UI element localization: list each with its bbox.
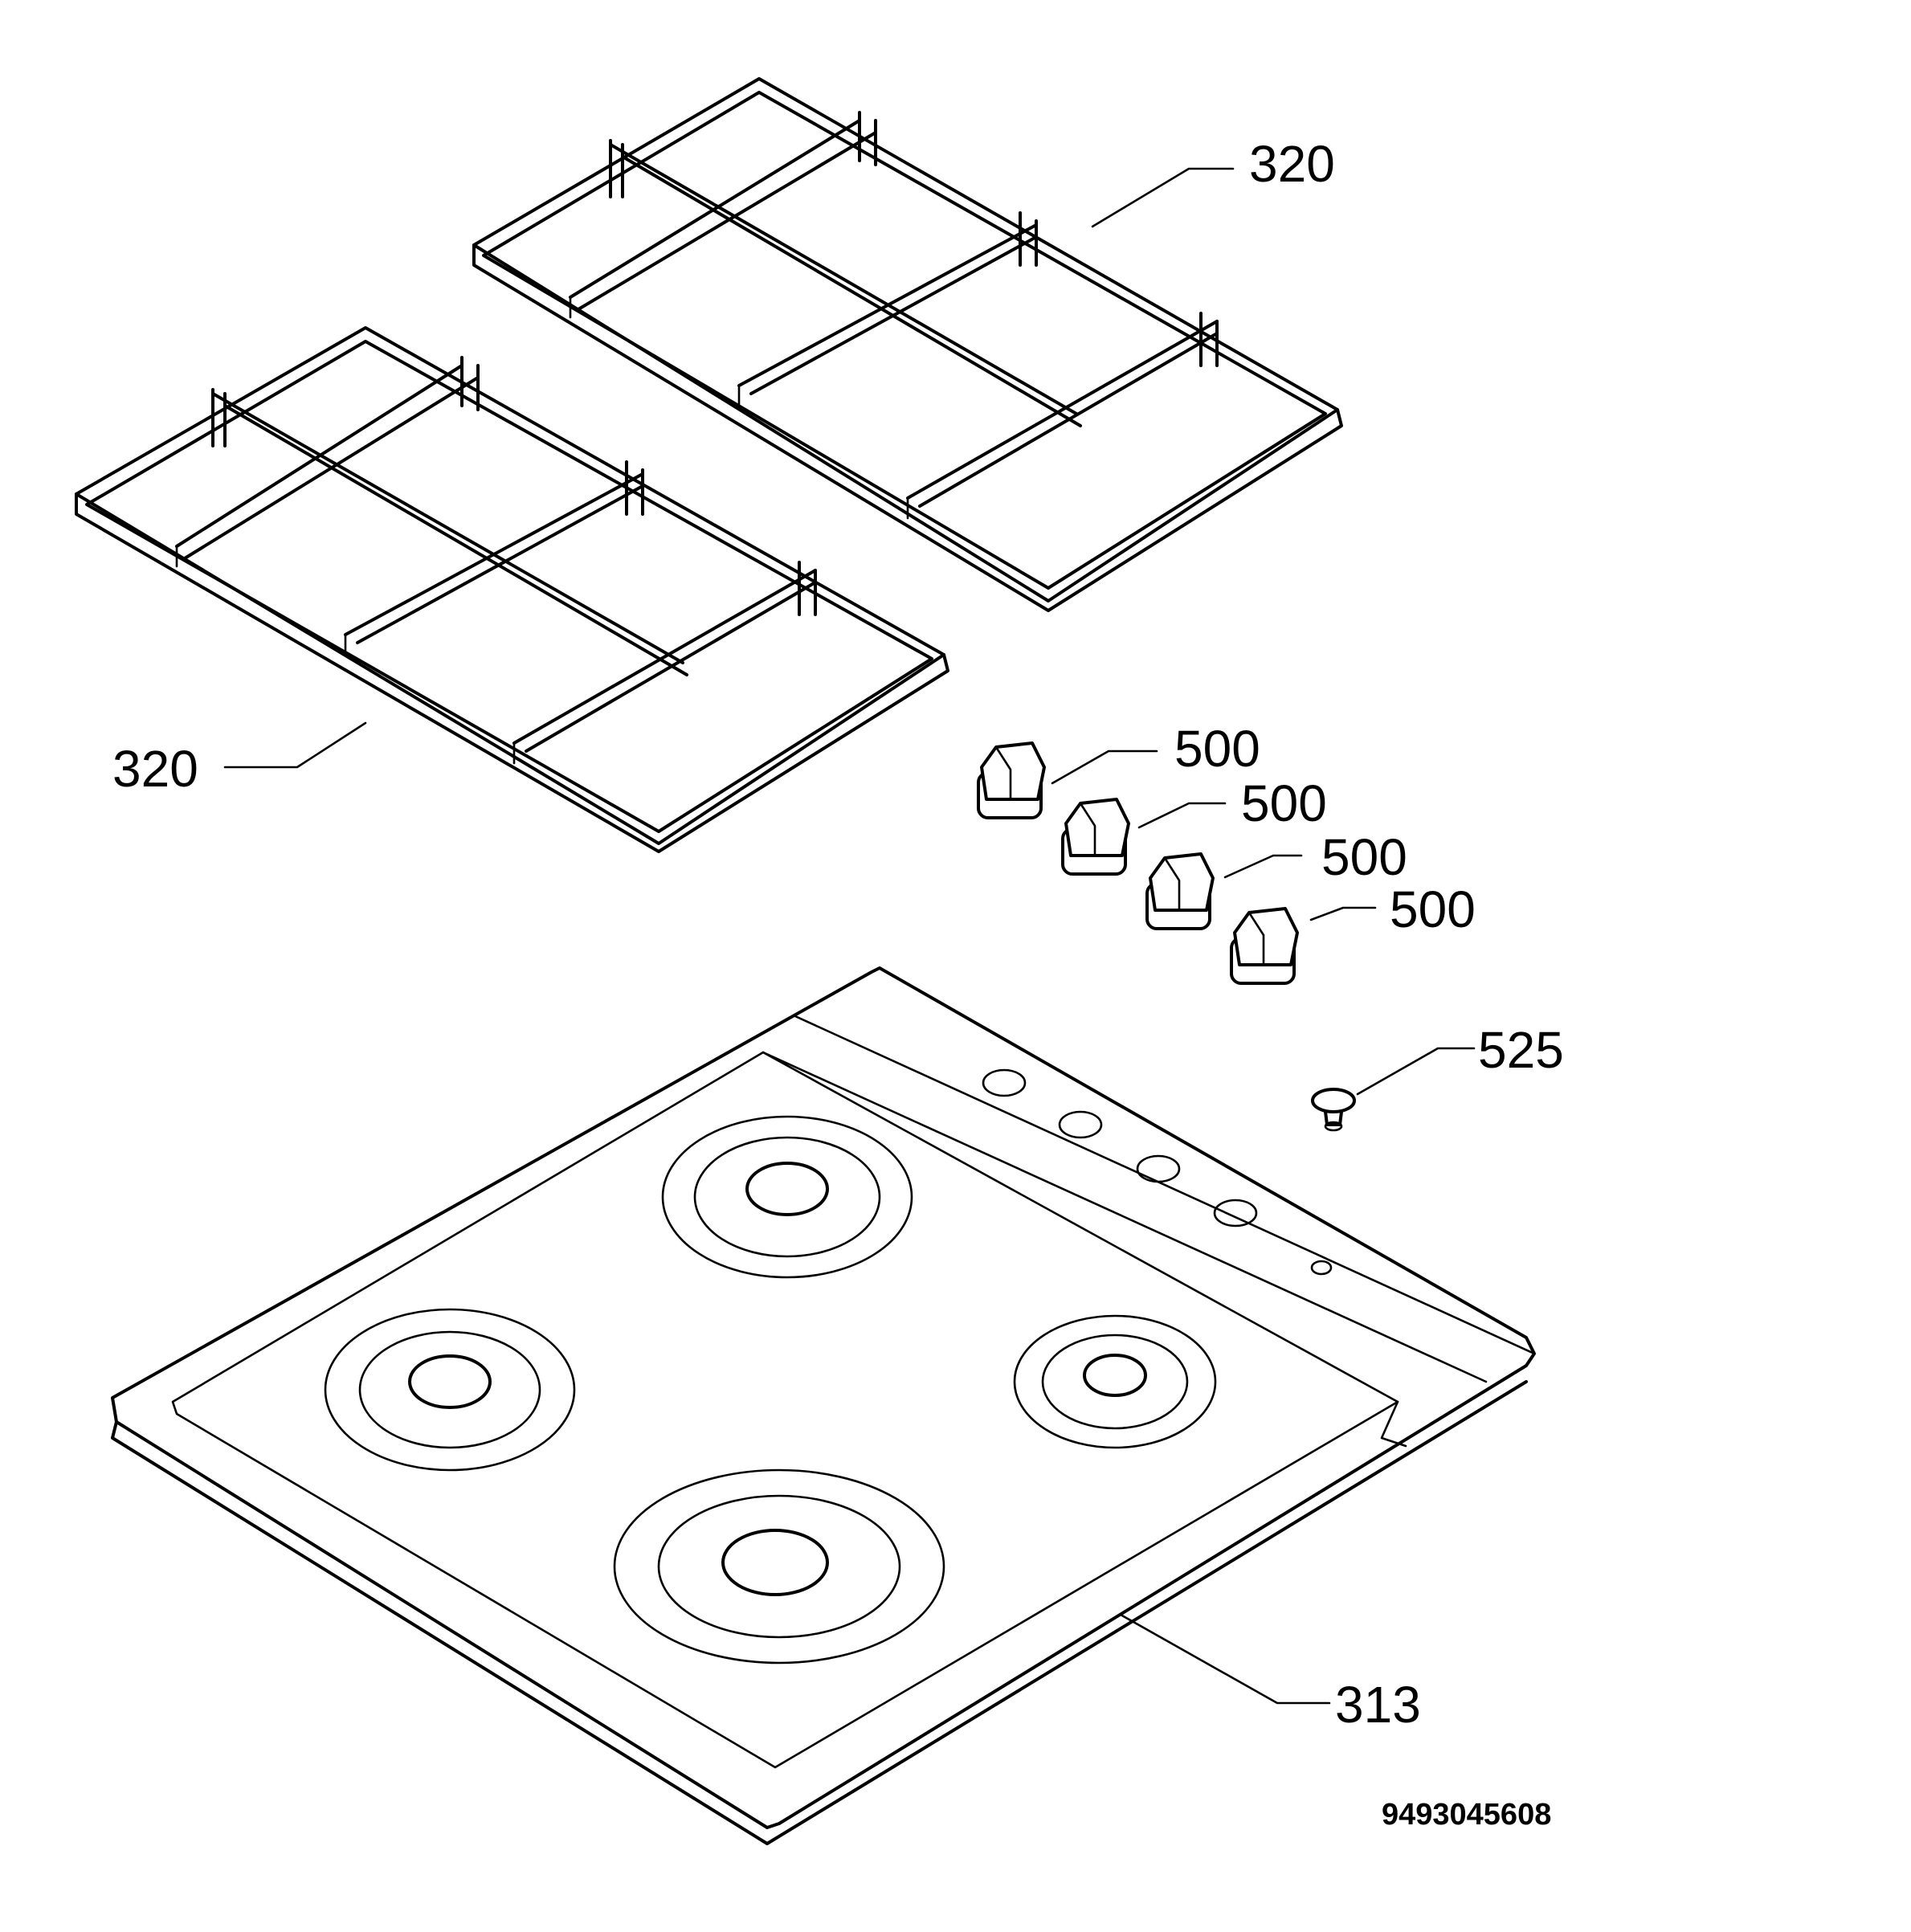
burner-top: [661, 1115, 913, 1279]
leader-lines: [223, 167, 1476, 1705]
label-knob-4: 500: [1390, 880, 1476, 938]
control-knob-1: [977, 741, 1046, 819]
label-knob-3: 500: [1321, 828, 1407, 886]
label-part-525: 525: [1478, 1021, 1564, 1079]
control-knob-2: [1061, 798, 1130, 876]
control-knob-3: [1145, 852, 1215, 930]
label-grate-top: 320: [1249, 135, 1335, 193]
label-hob-top: 313: [1335, 1676, 1421, 1734]
pan-support-grate-left: [75, 326, 949, 853]
pan-support-grate-top: [472, 77, 1343, 612]
label-knob-1: 500: [1174, 720, 1260, 778]
part-525-cap: [1311, 1088, 1356, 1132]
burner-left: [324, 1308, 576, 1472]
control-knob-4: [1230, 907, 1299, 985]
burner-right: [1013, 1314, 1217, 1449]
label-grate-left: 320: [112, 740, 198, 798]
hob-top-313: [111, 966, 1536, 1845]
burner-bottom: [613, 1468, 945, 1664]
label-knob-2: 500: [1241, 774, 1327, 832]
drawing-number: 9493045608: [1382, 1798, 1552, 1832]
